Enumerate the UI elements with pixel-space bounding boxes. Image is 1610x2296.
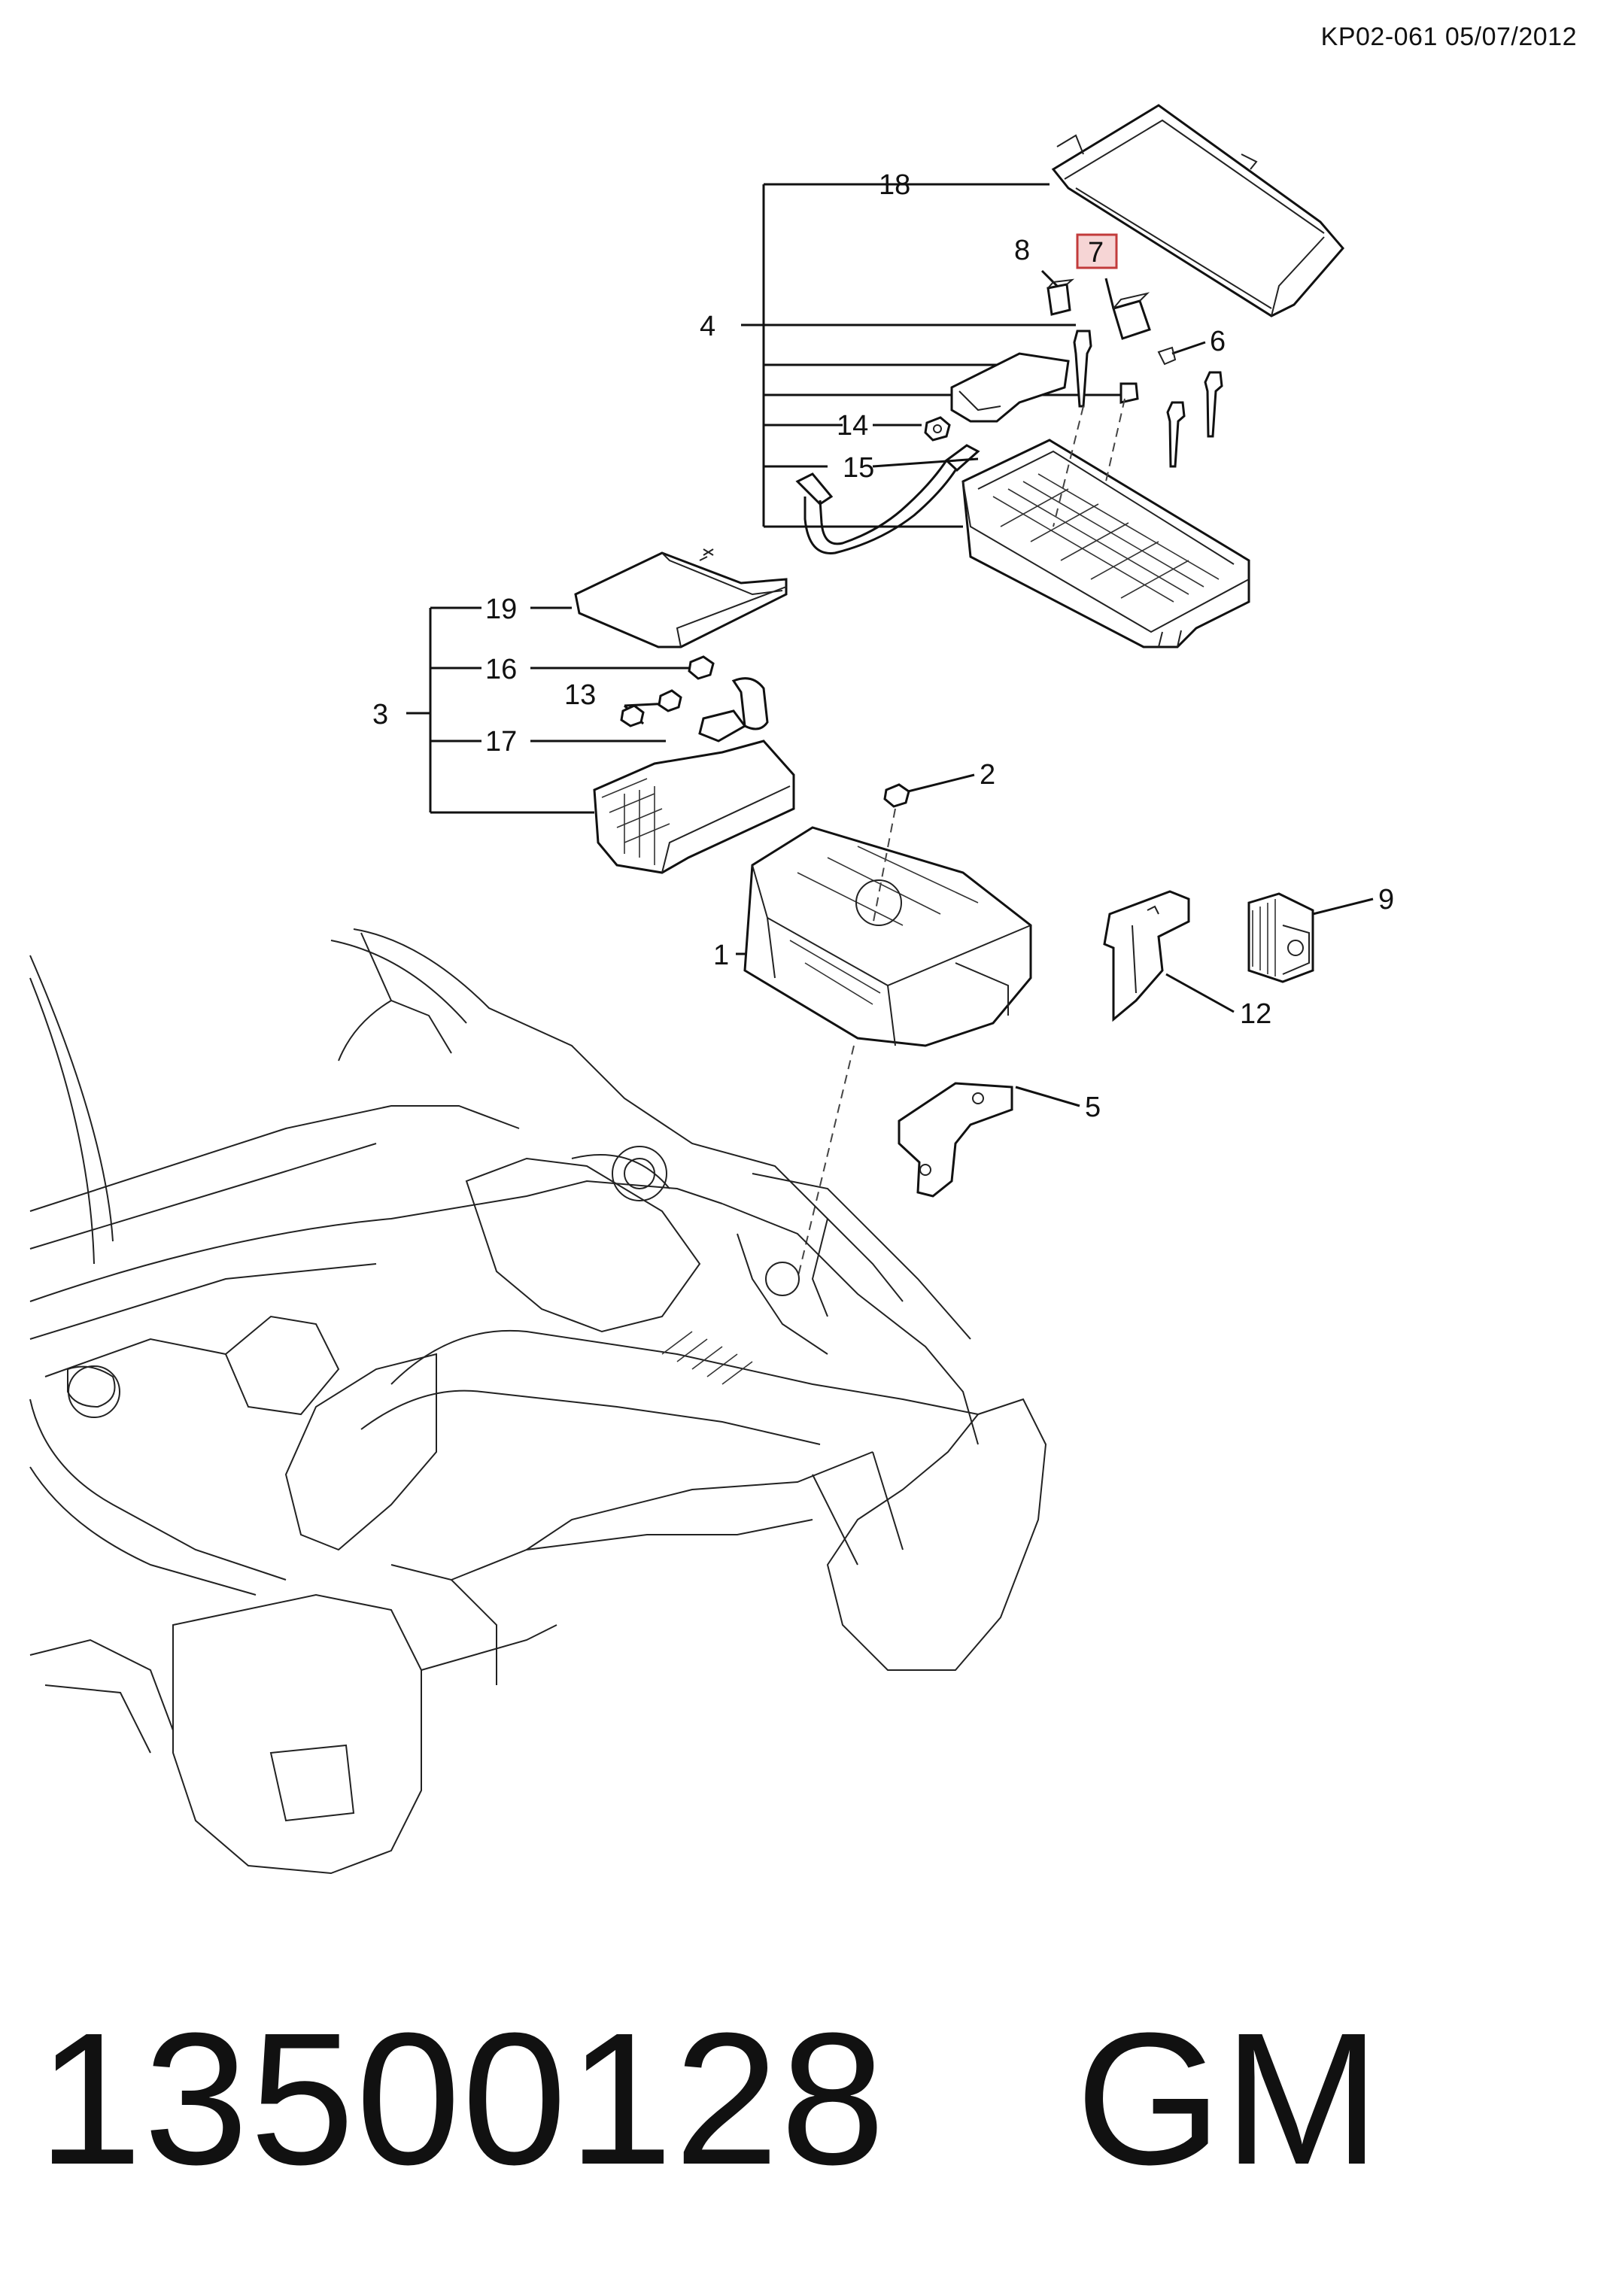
part-13-nuts bbox=[620, 689, 682, 727]
callout-14: 14 bbox=[837, 410, 868, 442]
callout-7: 7 bbox=[1088, 237, 1104, 269]
part-14-nut bbox=[924, 416, 951, 442]
callout-1: 1 bbox=[713, 940, 729, 971]
bolts bbox=[1073, 330, 1223, 468]
part-17-module-base bbox=[593, 740, 795, 874]
part-8-mini-fuse bbox=[1046, 278, 1075, 316]
part-2-nut bbox=[883, 783, 910, 808]
callout-13: 13 bbox=[564, 679, 596, 711]
part-7-relay bbox=[1112, 292, 1151, 340]
callout-17: 17 bbox=[485, 726, 517, 758]
group-bracket-4 bbox=[741, 183, 1121, 528]
callout-6: 6 bbox=[1210, 326, 1226, 357]
part-number: 13500128 bbox=[38, 1994, 887, 2203]
callout-9: 9 bbox=[1378, 884, 1394, 916]
callout-15: 15 bbox=[843, 452, 874, 484]
part-17-harness-lead bbox=[698, 677, 769, 743]
part-18-cover bbox=[1051, 104, 1344, 317]
alignment-lines bbox=[797, 398, 1125, 1280]
part-19-module-cover bbox=[574, 548, 788, 648]
callout-7-highlight bbox=[1076, 233, 1118, 269]
callout-8: 8 bbox=[1014, 235, 1030, 266]
part-12-bracket bbox=[1103, 890, 1190, 1022]
part-1-tray bbox=[743, 826, 1032, 1047]
callout-labels: 18 8 7 6 4 14 15 19 16 13 3 17 2 9 1 12 … bbox=[372, 169, 1394, 1123]
group-bracket-3 bbox=[406, 606, 594, 814]
brand-name: GM bbox=[1075, 1994, 1382, 2203]
part-5-bracket bbox=[898, 1082, 1013, 1198]
part-16-nut bbox=[688, 655, 715, 680]
part-15-cable bbox=[795, 444, 980, 554]
document-code: KP02-061 05/07/2012 bbox=[1320, 23, 1577, 51]
exploded-parts-diagram: 18 8 7 6 4 14 15 19 16 13 3 17 2 9 1 12 … bbox=[29, 104, 1394, 1875]
main-fuse-block bbox=[961, 439, 1250, 648]
callout-18: 18 bbox=[879, 169, 910, 201]
part-4-terminal-cover bbox=[950, 352, 1070, 423]
part-number-footer: 13500128 GM bbox=[38, 1986, 1572, 2212]
callout-3: 3 bbox=[372, 699, 388, 730]
callout-2: 2 bbox=[980, 759, 995, 791]
part-6-clip bbox=[1157, 346, 1177, 366]
callout-5: 5 bbox=[1085, 1092, 1101, 1123]
callout-19: 19 bbox=[485, 594, 517, 625]
callout-16: 16 bbox=[485, 654, 517, 685]
callout-12: 12 bbox=[1240, 998, 1271, 1030]
callout-4: 4 bbox=[700, 311, 715, 342]
vehicle-front-structure bbox=[29, 928, 1047, 1875]
part-9-module bbox=[1247, 892, 1314, 983]
